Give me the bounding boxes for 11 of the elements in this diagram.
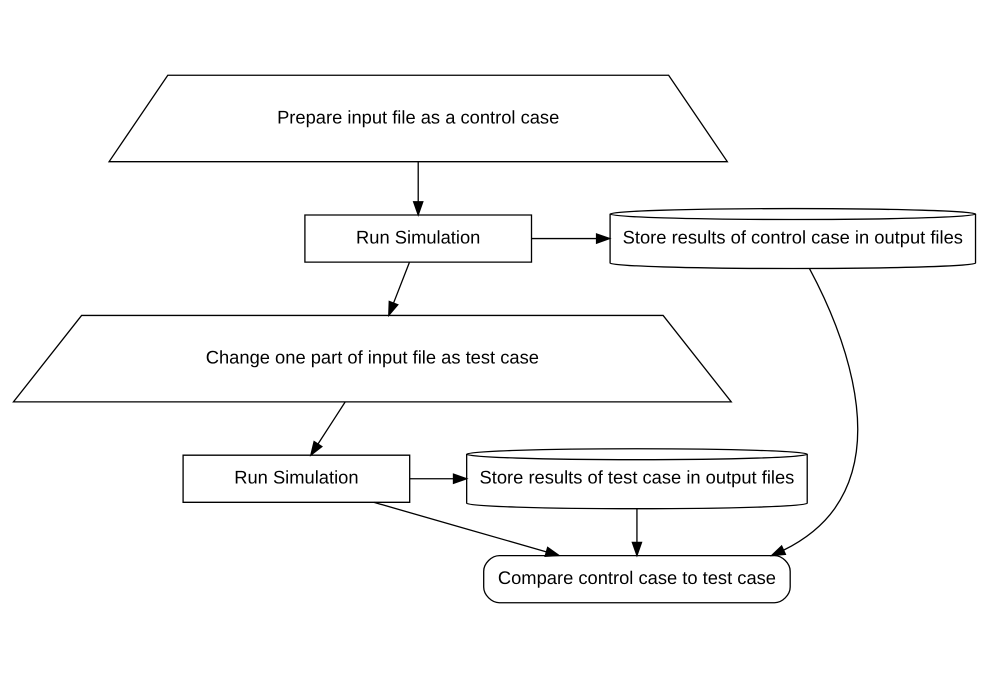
arrow	[532, 233, 612, 244]
arrow	[374, 502, 561, 557]
arrow	[770, 268, 858, 556]
arrow	[388, 262, 410, 318]
node-box: Run Simulation	[304, 214, 532, 263]
arrow	[410, 473, 469, 484]
arrow	[310, 402, 346, 457]
node-box: Compare control case to test case	[483, 554, 791, 604]
arrow	[412, 162, 424, 217]
arrow	[631, 508, 642, 558]
node-box: Run Simulation	[182, 454, 410, 503]
